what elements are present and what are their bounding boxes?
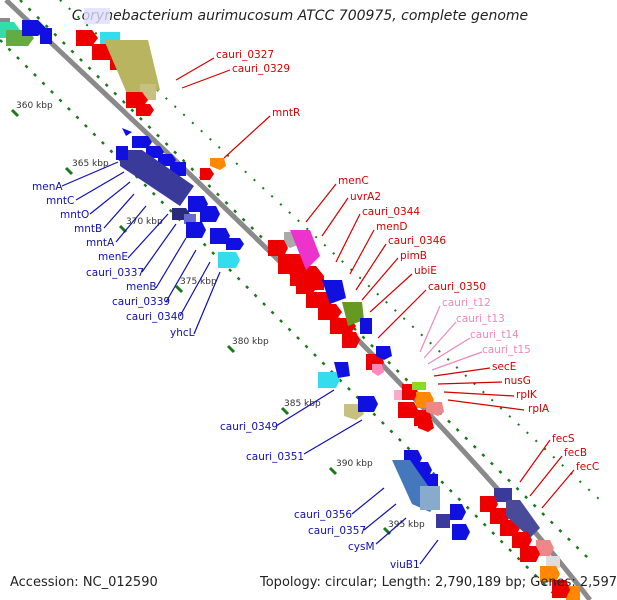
tick-390: 390 kbp: [336, 459, 373, 469]
tick-380: 380 kbp: [232, 337, 269, 347]
label-menB: menB: [126, 281, 157, 293]
labels-red: cauri_0327 cauri_0329 mntR menC uvrA2 ca…: [216, 49, 599, 473]
label-viuB1: viuB1: [390, 559, 420, 571]
label-rplK: rplK: [516, 389, 538, 401]
tick-370: 370 kbp: [126, 217, 163, 227]
label-menA: menA: [32, 181, 63, 193]
label-cauri-0346: cauri_0346: [388, 235, 446, 247]
label-menD: menD: [376, 221, 407, 233]
leader-lines-red: [175, 57, 575, 509]
genome-map: 360 kbp 365 kbp 370 kbp 375 kbp 380 kbp …: [0, 0, 601, 600]
label-secE: secE: [492, 361, 516, 373]
labels-blue: menA mntC mntO mntB mntA menE cauri_0337…: [32, 181, 420, 571]
label-cauri-0329: cauri_0329: [232, 63, 290, 75]
label-mntR: mntR: [272, 107, 300, 119]
label-cauri-0327: cauri_0327: [216, 49, 274, 61]
label-mntC: mntC: [46, 195, 74, 207]
label-rplA: rplA: [528, 403, 550, 415]
tick-395: 395 kbp: [388, 520, 425, 530]
label-cauri-0344: cauri_0344: [362, 206, 420, 218]
features-lower: [392, 382, 580, 600]
label-cauri-0337: cauri_0337: [86, 267, 144, 279]
leader-lines-pink: [419, 305, 483, 371]
map-title: Corynebacterium aurimucosum ATCC 700975,…: [71, 8, 529, 24]
label-cauri-0349: cauri_0349: [220, 421, 278, 433]
label-uvrA2: uvrA2: [350, 191, 381, 203]
label-cysM: cysM: [348, 541, 375, 553]
label-menC: menC: [338, 175, 369, 187]
label-cauri-t12: cauri_t12: [442, 297, 491, 309]
tick-360: 360 kbp: [16, 101, 53, 111]
label-mntB: mntB: [74, 223, 102, 235]
label-cauri-0350: cauri_0350: [428, 281, 486, 293]
accession-text: Accession: NC_012590: [10, 575, 158, 590]
label-yhcL: yhcL: [170, 327, 195, 339]
tick-385: 385 kbp: [284, 399, 321, 409]
label-cauri-0356: cauri_0356: [294, 509, 352, 521]
label-mntA: mntA: [86, 237, 115, 249]
label-mntO: mntO: [60, 209, 89, 221]
label-cauri-t13: cauri_t13: [456, 313, 505, 325]
features-middle: [268, 230, 392, 420]
label-fecC: fecC: [576, 461, 599, 473]
label-fecS: fecS: [552, 433, 575, 445]
label-ubiE: ubiE: [414, 265, 437, 277]
label-fecB: fecB: [564, 447, 587, 459]
genome-summary-text: Topology: circular; Length: 2,790,189 bp…: [260, 575, 617, 590]
label-pimB: pimB: [400, 250, 427, 262]
label-cauri-0357: cauri_0357: [308, 525, 366, 537]
label-nusG: nusG: [504, 375, 531, 387]
label-cauri-0351: cauri_0351: [246, 451, 304, 463]
label-menE: menE: [98, 251, 128, 263]
features-upper: [0, 8, 244, 268]
label-cauri-0340: cauri_0340: [126, 311, 184, 323]
label-cauri-0339: cauri_0339: [112, 296, 170, 308]
tick-365: 365 kbp: [72, 159, 109, 169]
leader-lines-blue: [61, 161, 439, 565]
label-cauri-t15: cauri_t15: [482, 344, 531, 356]
label-cauri-t14: cauri_t14: [470, 329, 519, 341]
dotted-tracks: [0, 0, 601, 600]
labels-pink: cauri_t12 cauri_t13 cauri_t14 cauri_t15: [442, 297, 531, 356]
